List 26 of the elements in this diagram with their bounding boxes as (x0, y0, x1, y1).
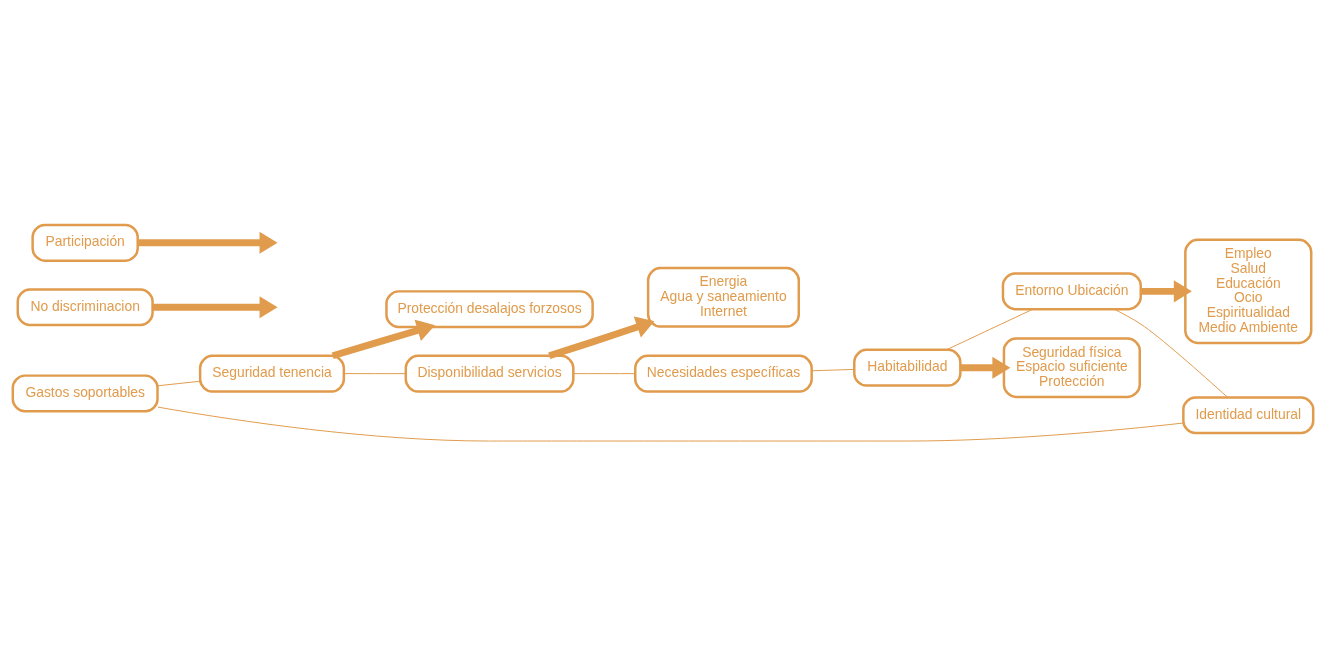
node-box: Necesidades específicas (634, 354, 813, 393)
node-box: Entorno Ubicación (1001, 272, 1142, 311)
node-box: No discriminacion (16, 288, 154, 327)
connector (573, 373, 636, 375)
node-box: Disponibilidad servicios (404, 354, 575, 393)
node-box: Habitabilidad (853, 348, 962, 387)
node-box: Energia Agua y saneamiento Internet (646, 266, 801, 328)
arrow (152, 296, 278, 319)
connector (157, 380, 201, 387)
node-box: Seguridad física Espacio suficiente Protección (1002, 337, 1141, 399)
node-box: Gastos soportables (11, 374, 159, 413)
node-box: Identidad cultural (1182, 396, 1315, 435)
arrow (138, 231, 278, 254)
arrow (960, 356, 1011, 379)
arrow (331, 319, 436, 360)
connector (157, 406, 1184, 442)
connector (811, 368, 855, 372)
node-box: Seguridad tenencia (198, 354, 346, 393)
node-box: Participación (31, 223, 139, 262)
connector (945, 308, 1034, 351)
arrow (548, 316, 655, 360)
connector (1113, 308, 1228, 398)
node-box: Empleo Salud Educación Ocio Espiritualidad Medio Ambiente (1184, 238, 1313, 345)
node-box: Protección desalajos forzosos (385, 290, 594, 329)
arrow (1140, 280, 1192, 303)
connector (343, 373, 407, 375)
